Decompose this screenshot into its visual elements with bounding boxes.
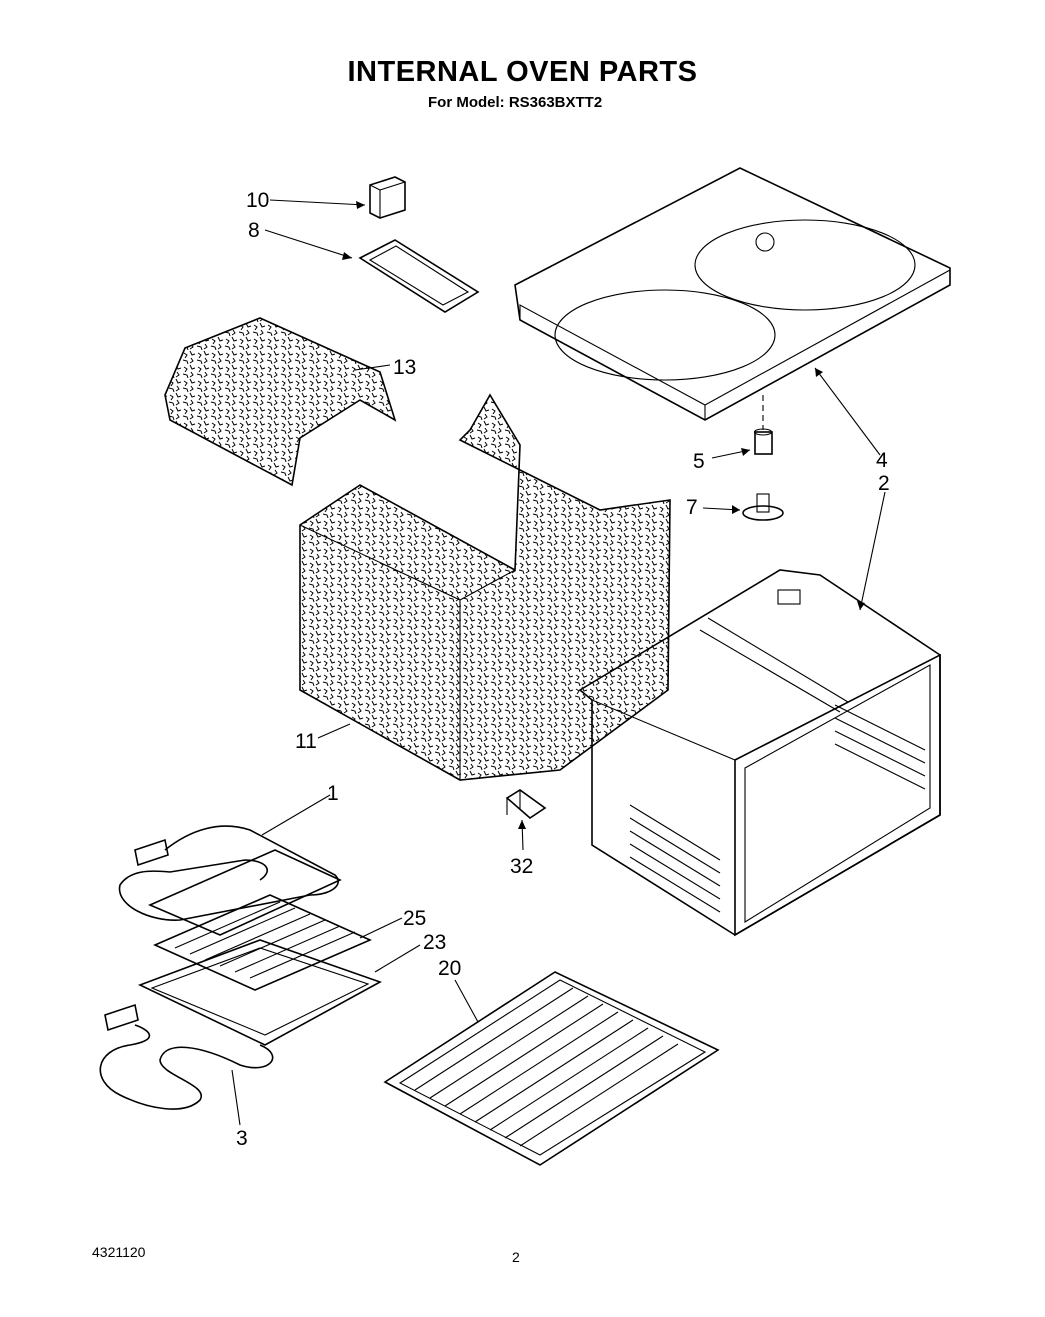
insulation-part-11	[299, 393, 671, 781]
model-subtitle: For Model: RS363BXTT2	[428, 94, 603, 111]
callout-2: 2	[878, 472, 890, 495]
callout-11: 11	[295, 730, 317, 753]
broiler-pan-part-23	[137, 939, 382, 1046]
broil-element-part-1	[118, 825, 342, 936]
callout-13: 13	[393, 356, 416, 379]
page-number: 2	[512, 1249, 520, 1265]
callout-25: 25	[403, 907, 426, 930]
clip-part-32	[505, 789, 547, 820]
document-number: 4321120	[92, 1244, 146, 1260]
mount-part-7	[742, 493, 784, 521]
oven-rack-part-20	[383, 971, 720, 1166]
callout-10: 10	[246, 189, 269, 212]
callout-5: 5	[693, 450, 705, 473]
callout-23: 23	[423, 931, 446, 954]
callout-32: 32	[510, 855, 533, 878]
switch-part-10	[369, 176, 406, 219]
callout-4: 4	[876, 449, 888, 472]
callout-20: 20	[438, 957, 461, 980]
bracket-part-8	[358, 239, 480, 313]
bake-element-part-3	[99, 1003, 274, 1110]
callout-1: 1	[327, 782, 339, 805]
oven-liner-part-2	[578, 569, 941, 937]
callout-3: 3	[236, 1127, 248, 1150]
top-panel-part-4	[514, 167, 951, 421]
page-title: INTERNAL OVEN PARTS	[347, 56, 698, 88]
insulation-part-13	[164, 317, 397, 487]
leader-lines	[231, 199, 886, 1126]
broiler-grid-part-25	[153, 894, 372, 991]
spacer-part-5	[753, 428, 773, 455]
callout-8: 8	[248, 219, 260, 242]
callout-7: 7	[686, 496, 698, 519]
